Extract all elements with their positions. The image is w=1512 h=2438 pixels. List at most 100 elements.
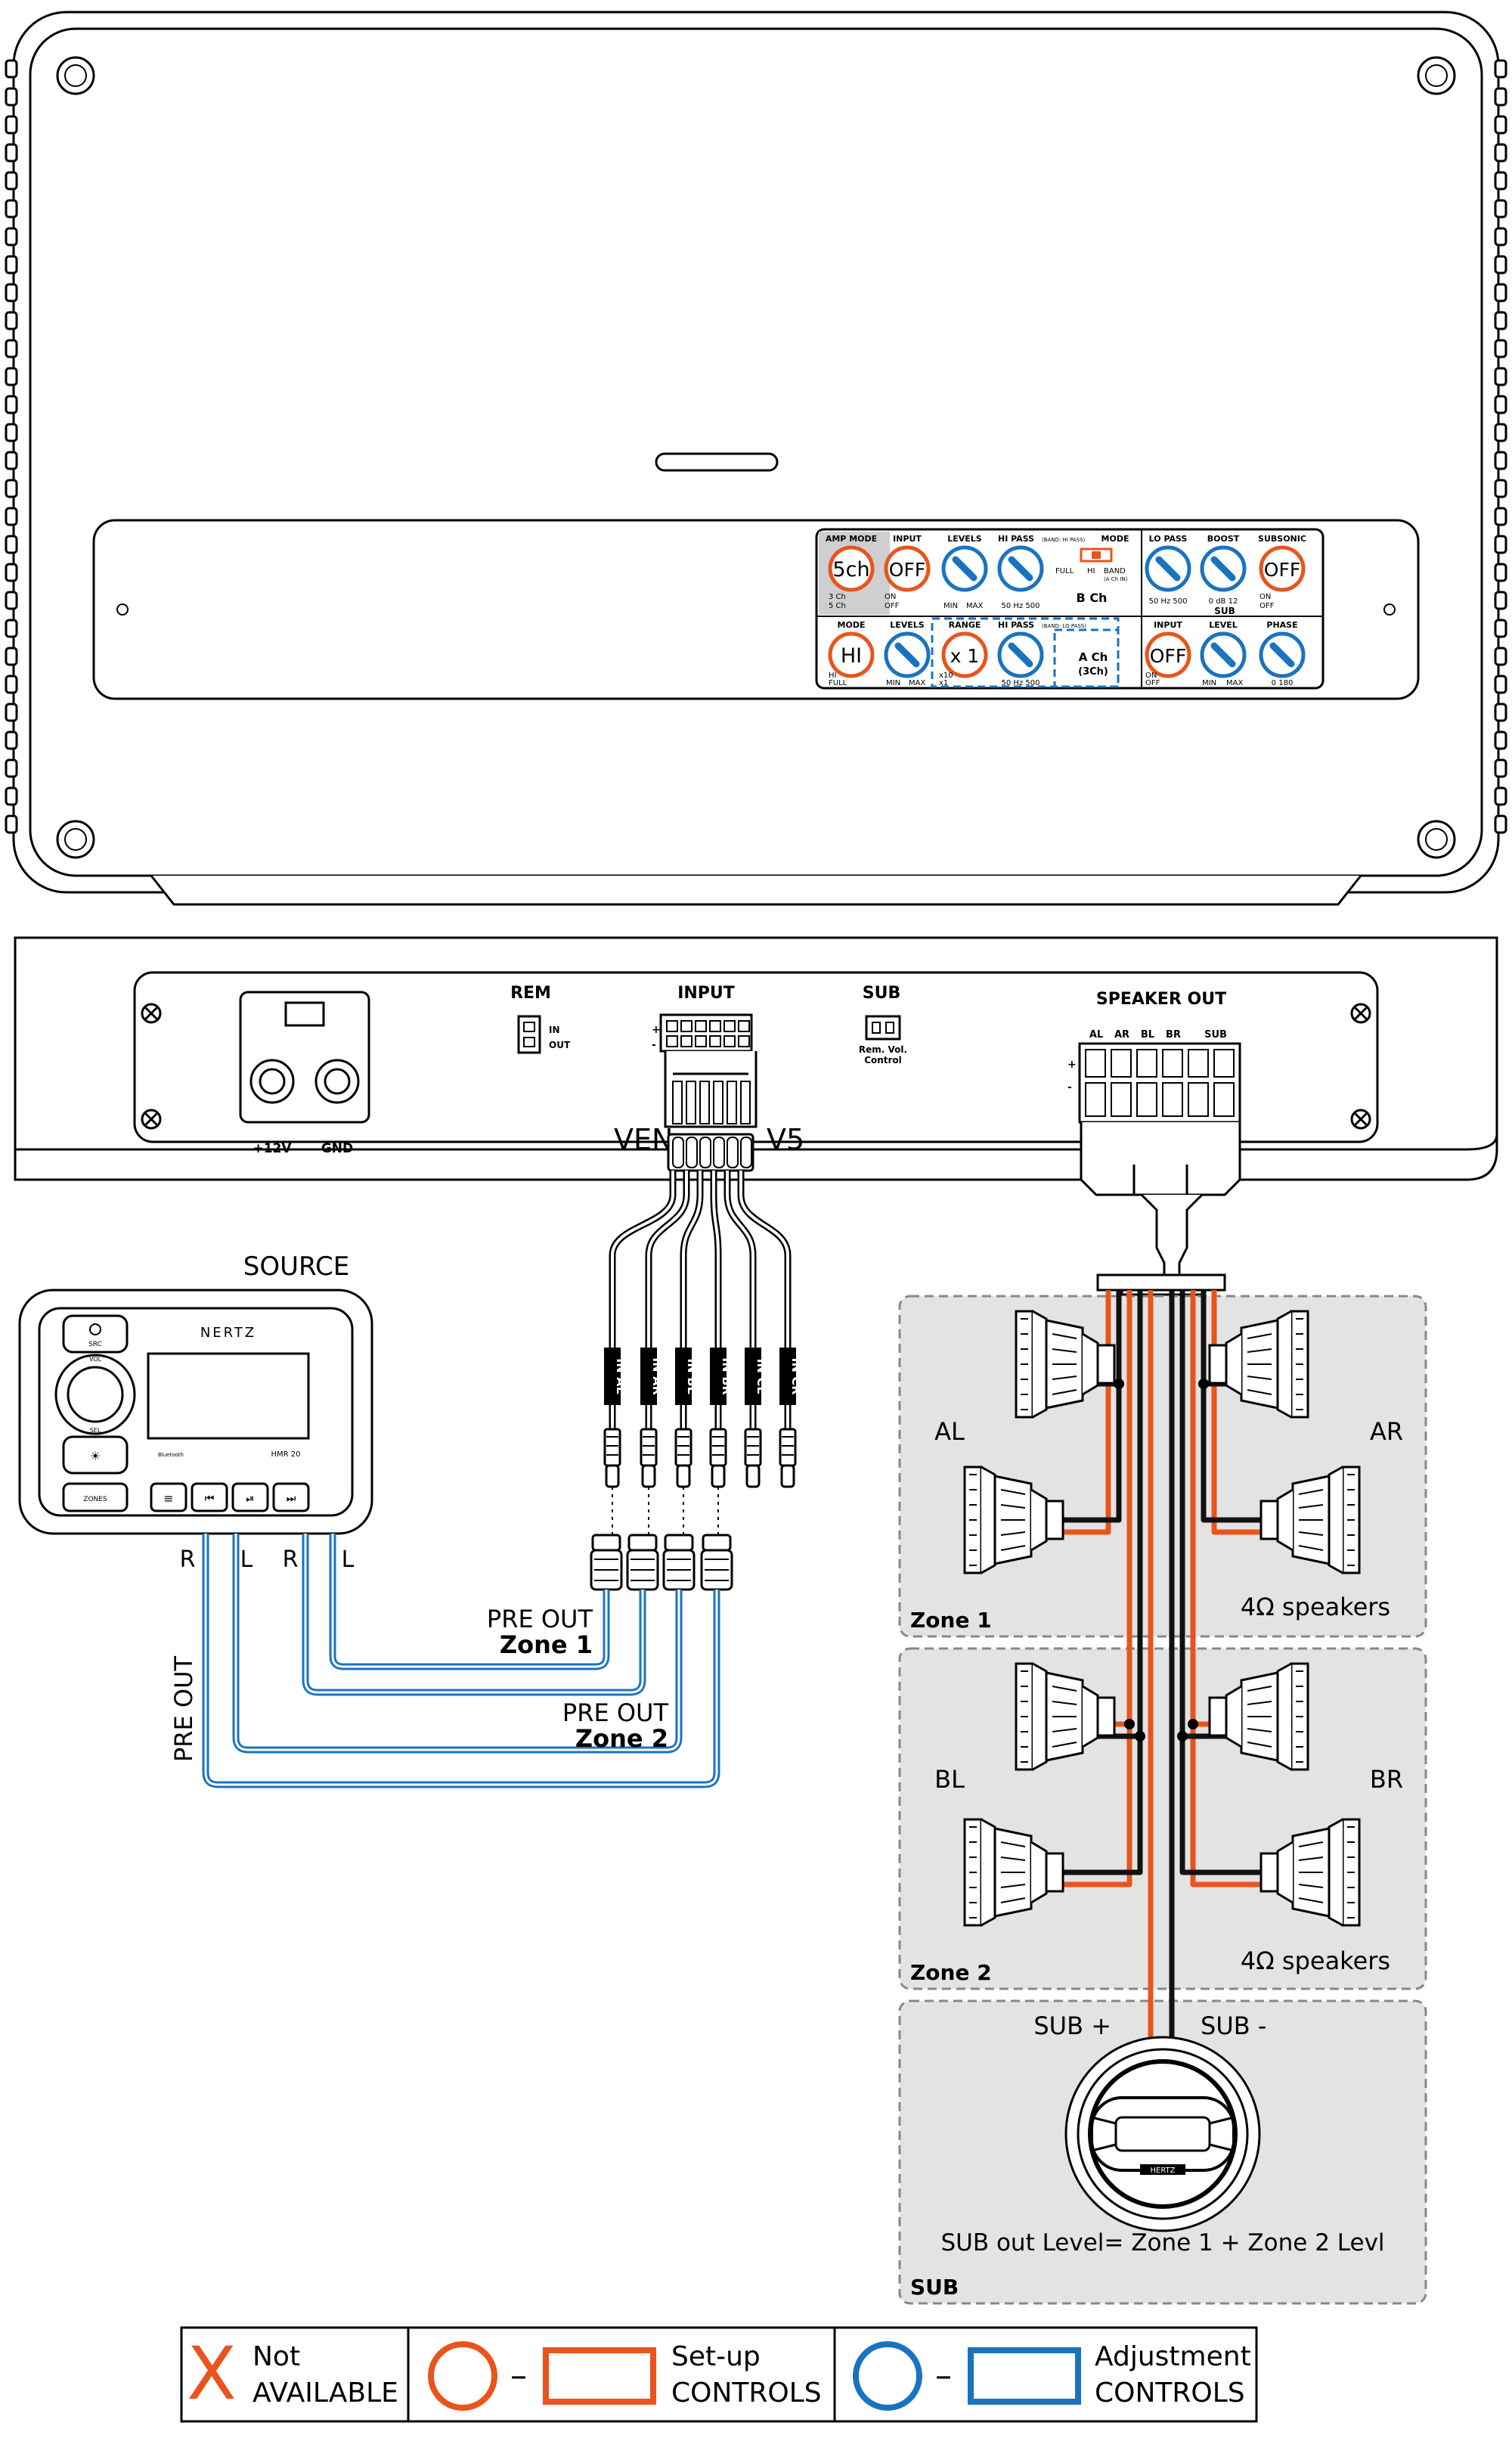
a-ch-label: A Ch [1079,650,1108,664]
fin [5,703,18,722]
fin [5,758,18,778]
wire-junction [1114,1379,1124,1389]
zone1-speakers-label: 4Ω speakers [1241,1593,1390,1621]
pre-out-vertical: PRE OUT [169,1656,198,1763]
play-pause-button[interactable] [231,1482,269,1512]
legend-adjust-line2: CONTROLS [1095,2378,1245,2409]
hipass-b-scale: 50 Hz 500 [1002,602,1040,610]
rca-tag-label: IN AR [650,1357,665,1395]
fin [1494,507,1507,526]
fin [5,479,18,498]
fin [5,507,18,526]
fin [5,814,18,834]
fin [5,115,18,135]
rca-male-grip [667,1559,691,1581]
levels-b-min: MIN [943,602,958,610]
rca-tag-label: IN BR [720,1357,734,1394]
wire-junction [1198,1379,1209,1389]
input-a-opt1: ON [885,593,896,601]
eq-button[interactable] [150,1482,187,1512]
fin [5,423,18,442]
sub-input-knob[interactable] [1145,631,1191,678]
range-title: RANGE [949,620,981,630]
fin [1494,227,1507,247]
levels-a-max: MAX [909,679,925,687]
plug-cap [727,1137,739,1168]
mode-a-title: MODE [838,620,866,630]
next-icon: ⏭ [287,1493,296,1505]
control-panel: AMP MODE 5ch 3 Ch 5 Ch INPUT OFF ON OFF … [815,528,1325,690]
plus12-label: +12V [253,1141,292,1156]
rca-tag-label: IN CR [789,1358,804,1395]
input-minus-label: - [652,1039,656,1051]
range-value: x 1 [950,645,980,667]
rca-plug-body [674,1428,692,1467]
input-pin [680,1020,692,1032]
plug-cap [740,1137,752,1168]
input-a-knob[interactable] [884,545,931,592]
legend-adjust-line1: Adjustment [1095,2341,1251,2372]
source-model: HMR 20 [271,1450,301,1459]
amp-mode-title: AMP MODE [826,534,877,544]
fin [1494,339,1507,358]
range-knob[interactable] [941,631,988,678]
sub-box-label: SUB [910,2275,959,2300]
hipass-b-note: (BAND: HI PASS) [1042,537,1086,543]
fin [5,675,18,694]
rca-plug-body [779,1428,797,1467]
fin [1494,255,1507,275]
prev-button[interactable] [191,1482,228,1512]
wire-junction [1177,1731,1188,1742]
rca-grip [747,1436,759,1456]
fin [5,87,18,107]
sub-badge-text: HERTZ [1150,2167,1175,2175]
wire-bl-neg [1063,1290,1143,1875]
brightness-button[interactable] [62,1435,129,1475]
setup-circle-icon [428,2341,497,2411]
rem-vol-note-1: Rem. Vol. [859,1044,907,1055]
pre-out-zone2-line2: Zone 2 [575,1724,668,1753]
gnd-label: GND [321,1141,353,1156]
speaker-out-channel-label: AL [1089,1029,1103,1041]
hipass-a-title: HI PASS [998,620,1034,630]
speaker-out-connector[interactable] [1078,1042,1241,1124]
mode-a-opt1: HI [829,672,836,680]
phase-title: PHASE [1266,620,1297,630]
brightness-icon: ☀ [90,1449,101,1463]
input-pin [723,1035,736,1047]
hipass-a-scale: 50 Hz 500 [1002,679,1040,687]
rca-cable-core [611,1171,674,1429]
sub-minus-label: SUB - [1201,2012,1266,2040]
zone2-speakers-label: 4Ω speakers [1241,1946,1390,1975]
fin [5,786,18,806]
mode-a-knob[interactable] [828,631,875,678]
levels-a-min: MIN [886,679,900,687]
hipass-a-note: (BAND: LO PASS) [1042,623,1086,629]
plus12-terminal[interactable] [249,1059,295,1104]
wire-ar-neg [1201,1290,1261,1523]
fin [5,395,18,414]
zones-button[interactable] [62,1482,129,1512]
speaker-wires [1063,1273,1261,2042]
rca-male-tip [591,1534,621,1552]
fin [5,619,18,638]
top-slot [655,452,779,472]
amp-mode-knob[interactable] [828,545,875,592]
subsonic-knob[interactable] [1259,545,1306,592]
next-button[interactable] [272,1482,310,1512]
fin [5,199,18,219]
rca-cable-core [647,1171,688,1429]
levels-a-title: LEVELS [890,620,925,630]
source-label: SOURCE [243,1252,349,1282]
gnd-terminal[interactable] [314,1059,360,1104]
mode-a-value: HI [841,644,862,668]
rca-plug-tip [605,1464,620,1488]
rca-tag [640,1348,657,1405]
rem-vol-connector[interactable] [865,1015,901,1041]
plug-slot [699,1081,710,1124]
power-icon [89,1323,101,1335]
input-a-value: OFF [889,559,925,581]
out-label-l2: L [342,1546,355,1573]
legend-not-line1: Not [253,2341,300,2372]
speaker-pin [1085,1082,1106,1117]
